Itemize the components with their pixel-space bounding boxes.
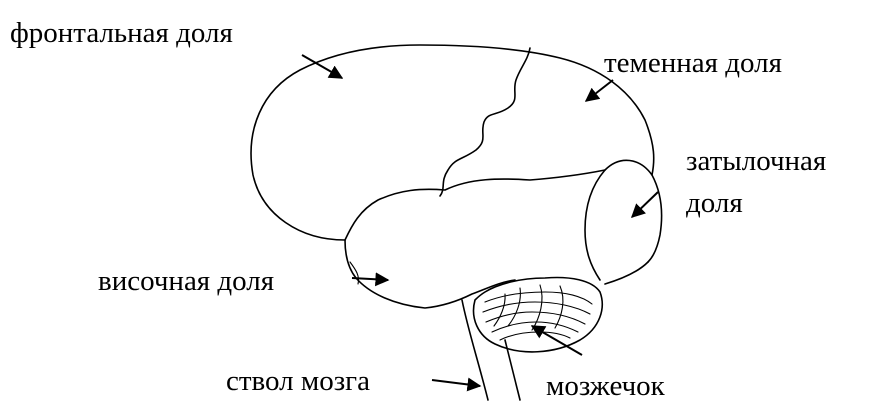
label-occipital-line2: доля <box>686 187 743 219</box>
label-frontal: фронтальная доля <box>10 17 233 49</box>
temporal-notch <box>350 262 359 284</box>
lateral-sulcus <box>345 170 605 240</box>
brain-outline <box>251 45 662 400</box>
label-parietal: теменная доля <box>604 47 782 79</box>
central-sulcus <box>440 48 530 196</box>
label-temporal: височная доля <box>98 265 274 297</box>
arrow-brainstem <box>432 380 480 386</box>
cerebellum-folia <box>483 285 592 340</box>
occipital-boundary <box>585 160 652 280</box>
arrow-parietal <box>586 80 613 101</box>
label-occipital-line1: затылочная <box>686 145 826 177</box>
occipital-lower-outline <box>605 262 648 284</box>
cerebrum-outline <box>251 45 662 262</box>
label-brainstem: ствол мозга <box>226 365 370 397</box>
temporal-lobe-outline <box>345 240 515 308</box>
arrow-occipital <box>632 192 658 217</box>
label-cerebellum: мозжечок <box>546 370 666 402</box>
cerebellum-outline <box>474 278 603 352</box>
